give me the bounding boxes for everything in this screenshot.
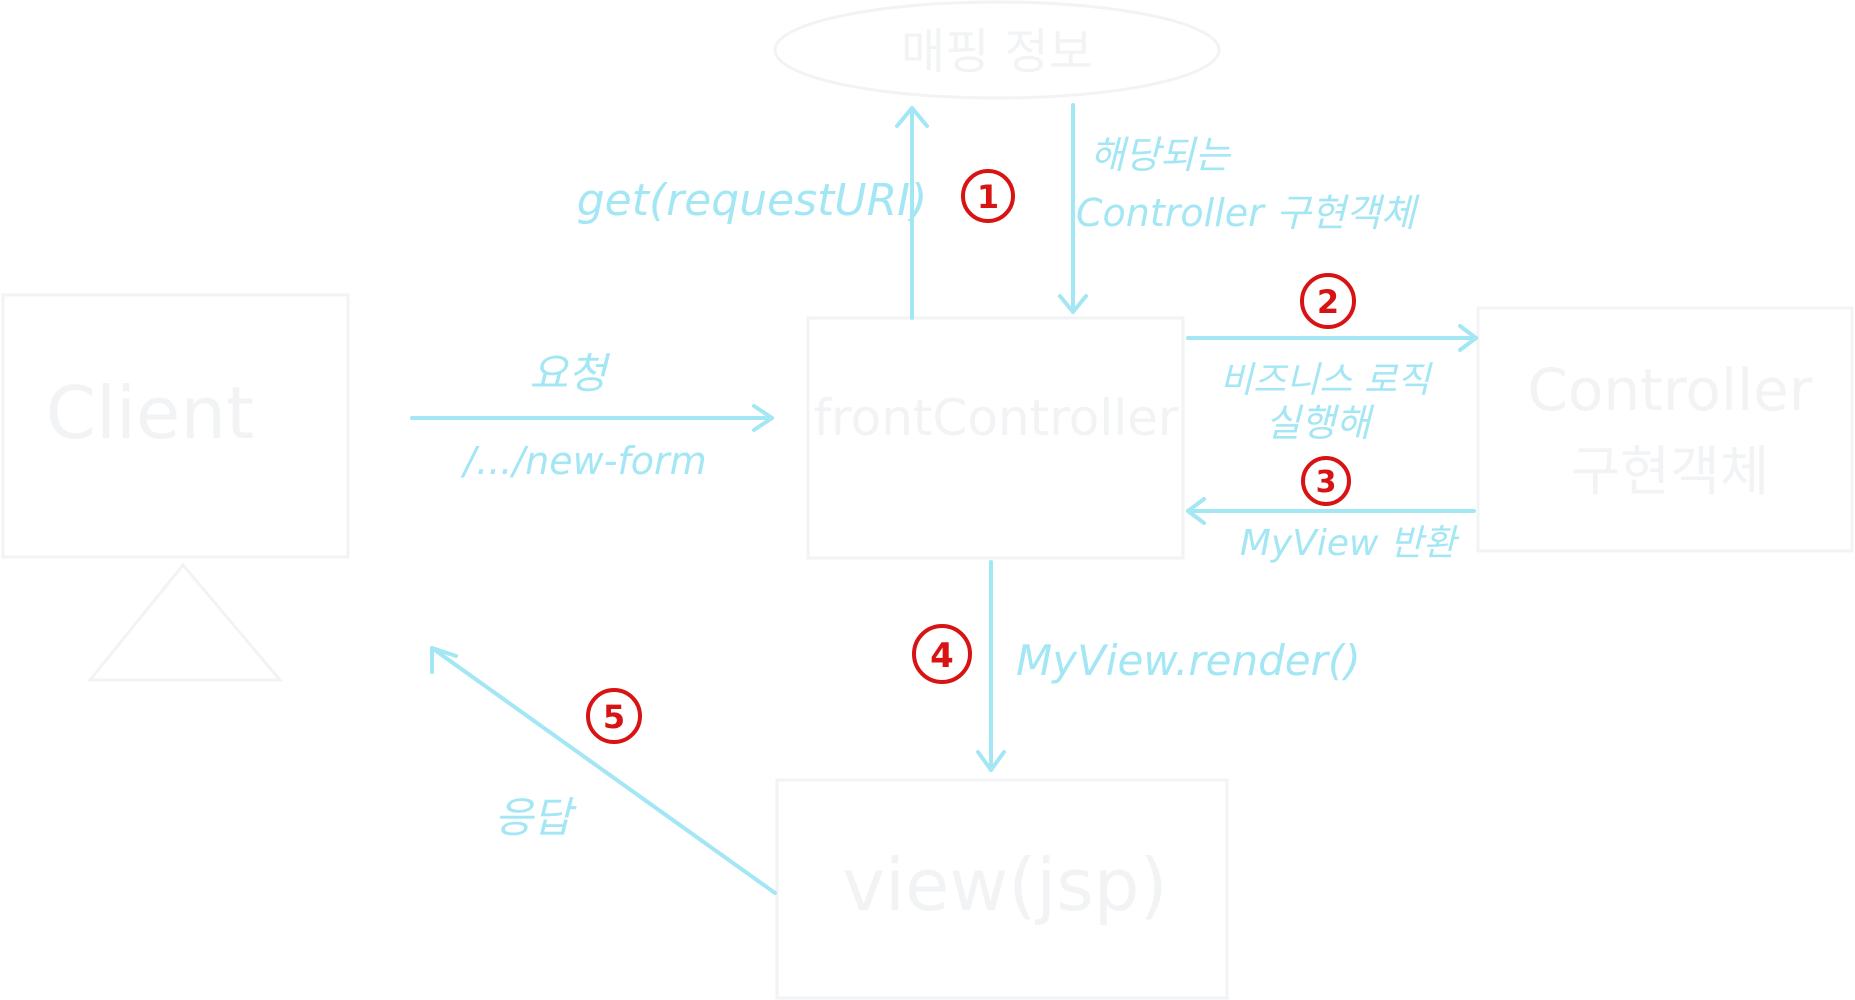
client-label: Client <box>46 371 254 455</box>
step-3-marker: 3 <box>1301 456 1351 506</box>
view-label: view(jsp) <box>842 843 1167 927</box>
logic-label-line1: 비즈니스 로직 <box>1220 360 1433 401</box>
return-view-arrow <box>1186 497 1476 525</box>
get-uri-arrow <box>895 106 929 320</box>
client-stand <box>86 562 284 682</box>
step-4-number: 4 <box>930 636 954 676</box>
render-label: MyView.render() <box>1016 636 1361 685</box>
step-3-number: 3 <box>1316 465 1337 500</box>
view-box <box>775 778 1229 1000</box>
front-controller-box <box>806 316 1185 560</box>
logic-label-line2: 실행해 <box>1266 401 1375 445</box>
request-arrow <box>410 404 774 432</box>
matching-label-line1: 해당되는 <box>1090 133 1232 177</box>
response-label: 응답 <box>494 793 577 842</box>
controller-impl-box <box>1476 306 1854 553</box>
client-box <box>1 293 350 559</box>
matching-label-line2: Controller 구현객체 <box>1076 191 1420 235</box>
step-1-number: 1 <box>977 178 999 216</box>
step-5-number: 5 <box>603 698 625 736</box>
request-label: 요청 <box>529 349 611 398</box>
return-view-label: MyView 반환 <box>1240 523 1460 564</box>
step-1-marker: 1 <box>961 169 1015 223</box>
logic-arrow <box>1186 324 1478 352</box>
front-controller-label: frontController <box>814 389 1179 447</box>
controller-label-line1: Controller <box>1527 356 1812 424</box>
get-uri-label: get(requestURI) <box>577 175 928 226</box>
step-2-number: 2 <box>1317 283 1339 321</box>
step-5-marker: 5 <box>586 688 642 744</box>
mapping-return-arrow <box>1058 103 1088 314</box>
controller-label-line2: 구현객체 <box>1571 440 1770 503</box>
mapping-info-label: 매핑 정보 <box>901 24 1093 80</box>
render-arrow <box>976 560 1006 772</box>
mapping-info-node <box>773 0 1221 100</box>
response-arrow <box>430 646 777 895</box>
step-2-marker: 2 <box>1300 273 1356 329</box>
url-label: /.../new-form <box>460 439 706 483</box>
step-4-marker: 4 <box>912 624 972 684</box>
